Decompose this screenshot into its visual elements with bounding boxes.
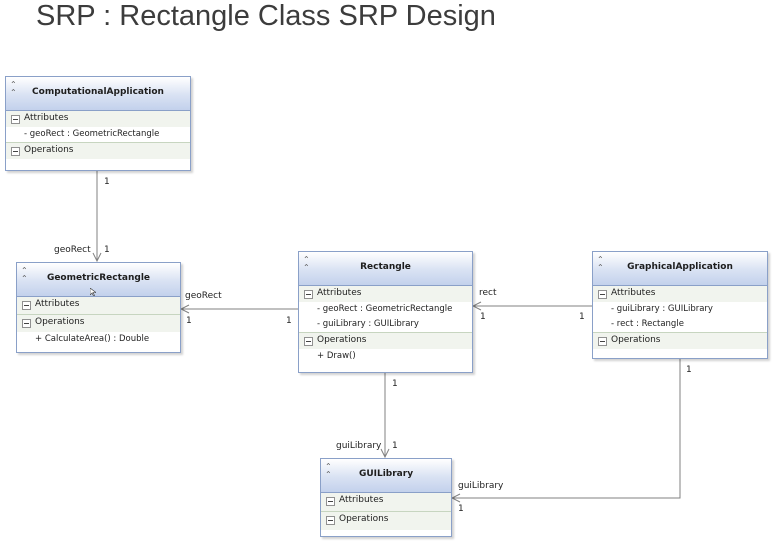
minus-box-icon[interactable] [11, 147, 20, 156]
collapse-chevron-icon[interactable]: ⌃⌃ [597, 255, 604, 272]
mouse-cursor-icon [90, 288, 96, 296]
minus-box-icon[interactable] [22, 319, 31, 328]
mult-graph-rect-target: 1 [480, 312, 486, 322]
operations-label: Operations [611, 335, 661, 345]
attribute-text: - geoRect : GeometricRectangle [317, 304, 453, 314]
minus-box-icon[interactable] [304, 290, 313, 299]
attributes-label: Attributes [339, 495, 384, 505]
attributes-section[interactable]: Attributes [17, 297, 180, 314]
collapse-chevron-icon[interactable]: ⌃⌃ [21, 266, 28, 283]
minus-box-icon[interactable] [326, 516, 335, 525]
operations-section[interactable]: Operations [593, 332, 767, 349]
operations-section[interactable]: Operations [321, 511, 451, 530]
role-rect-to-gui: guiLibrary [336, 441, 382, 451]
mult-comp-source: 1 [104, 177, 110, 187]
attribute-text: - rect : Rectangle [611, 319, 684, 329]
class-geometric-rectangle[interactable]: ⌃⌃ GeometricRectangle Attributes Operati… [16, 262, 181, 353]
operation-text: + CalculateArea() : Double [35, 334, 150, 344]
slide-title: SRP : Rectangle Class SRP Design [36, 0, 496, 32]
mult-graph-gui-source: 1 [686, 365, 692, 375]
class-header[interactable]: ⌃⌃ GraphicalApplication [593, 252, 767, 286]
class-name: Rectangle [360, 262, 411, 272]
attribute-text: - geoRect : GeometricRectangle [24, 129, 160, 139]
operations-label: Operations [339, 514, 389, 524]
class-rectangle[interactable]: ⌃⌃ Rectangle Attributes - geoRect : Geom… [298, 251, 473, 373]
attribute-row[interactable]: - rect : Rectangle [593, 317, 767, 332]
collapse-chevron-icon[interactable]: ⌃⌃ [303, 255, 310, 272]
minus-box-icon[interactable] [304, 337, 313, 346]
minus-box-icon[interactable] [598, 337, 607, 346]
collapse-chevron-icon[interactable]: ⌃⌃ [325, 462, 332, 479]
role-rect-to-geo: geoRect [185, 291, 222, 301]
mult-graph-gui-target: 1 [458, 504, 464, 514]
class-header[interactable]: ⌃⌃ GUILibrary [321, 459, 451, 493]
operations-section[interactable]: Operations [299, 332, 472, 349]
mult-comp-target: 1 [104, 245, 110, 255]
mult-rect-gui-source: 1 [392, 379, 398, 389]
minus-box-icon[interactable] [598, 290, 607, 299]
class-name: GraphicalApplication [627, 262, 733, 272]
class-header[interactable]: ⌃⌃ GeometricRectangle [17, 263, 180, 297]
attributes-label: Attributes [35, 299, 80, 309]
attribute-row[interactable]: - geoRect : GeometricRectangle [299, 302, 472, 317]
mult-rect-geo-source: 1 [286, 316, 292, 326]
mult-rect-gui-target: 1 [392, 441, 398, 451]
attribute-text: - guiLibrary : GUILibrary [317, 319, 419, 329]
minus-box-icon[interactable] [326, 497, 335, 506]
attributes-section[interactable]: Attributes [321, 493, 451, 511]
attributes-section[interactable]: Attributes [6, 111, 190, 127]
attributes-label: Attributes [611, 288, 656, 298]
collapse-chevron-icon[interactable]: ⌃⌃ [10, 80, 17, 97]
operation-row[interactable]: + CalculateArea() : Double [17, 332, 180, 347]
operation-text: + Draw() [317, 351, 356, 361]
class-graphical-application[interactable]: ⌃⌃ GraphicalApplication Attributes - gui… [592, 251, 768, 359]
role-graph-to-rect: rect [479, 288, 497, 298]
class-gui-library[interactable]: ⌃⌃ GUILibrary Attributes Operations [320, 458, 452, 537]
mult-rect-geo-target: 1 [186, 316, 192, 326]
class-header[interactable]: ⌃⌃ Rectangle [299, 252, 472, 286]
attributes-label: Attributes [24, 113, 69, 123]
attributes-label: Attributes [317, 288, 362, 298]
attributes-section[interactable]: Attributes [299, 286, 472, 302]
role-graph-to-gui: guiLibrary [458, 481, 504, 491]
operations-label: Operations [24, 145, 74, 155]
attribute-text: - guiLibrary : GUILibrary [611, 304, 713, 314]
minus-box-icon[interactable] [11, 115, 20, 124]
minus-box-icon[interactable] [22, 301, 31, 310]
assoc-line-graph-to-gui [452, 359, 681, 498]
class-computational-application[interactable]: ⌃⌃ ComputationalApplication Attributes -… [5, 76, 191, 171]
attribute-row[interactable]: - guiLibrary : GUILibrary [299, 317, 472, 332]
attribute-row[interactable]: - geoRect : GeometricRectangle [6, 127, 190, 142]
class-header[interactable]: ⌃⌃ ComputationalApplication [6, 77, 190, 111]
mult-graph-rect-source: 1 [579, 312, 585, 322]
operations-section[interactable]: Operations [6, 142, 190, 159]
class-name: GUILibrary [358, 469, 414, 479]
attribute-row[interactable]: - guiLibrary : GUILibrary [593, 302, 767, 317]
role-comp-to-geo: geoRect [54, 245, 91, 255]
attributes-section[interactable]: Attributes [593, 286, 767, 302]
operations-label: Operations [35, 317, 85, 327]
operations-label: Operations [317, 335, 367, 345]
operations-section[interactable]: Operations [17, 314, 180, 332]
operation-row[interactable]: + Draw() [299, 349, 472, 364]
class-name: ComputationalApplication [32, 87, 164, 97]
class-name: GeometricRectangle [46, 273, 151, 283]
